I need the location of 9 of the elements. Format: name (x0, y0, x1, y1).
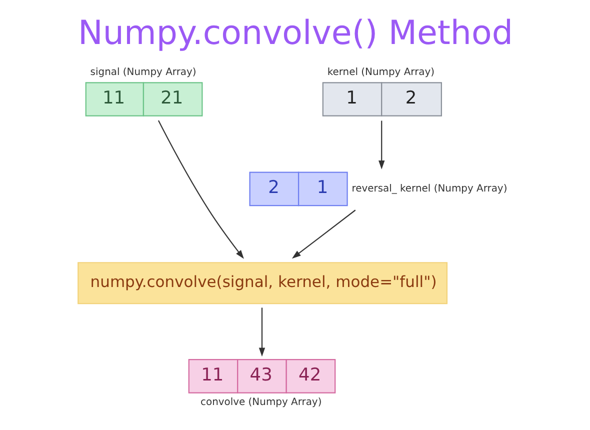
diagram-title: Numpy.convolve() Method (78, 12, 512, 52)
node-label: reversal_ kernel (Numpy Array) (351, 183, 507, 194)
arrow (258, 308, 265, 357)
node-label: convolve (Numpy Array) (200, 397, 322, 408)
node-label: signal (Numpy Array) (90, 67, 196, 78)
arrow (291, 210, 356, 259)
node-label: kernel (Numpy Array) (326, 67, 434, 78)
arrow (157, 120, 244, 259)
arrow (378, 120, 384, 170)
